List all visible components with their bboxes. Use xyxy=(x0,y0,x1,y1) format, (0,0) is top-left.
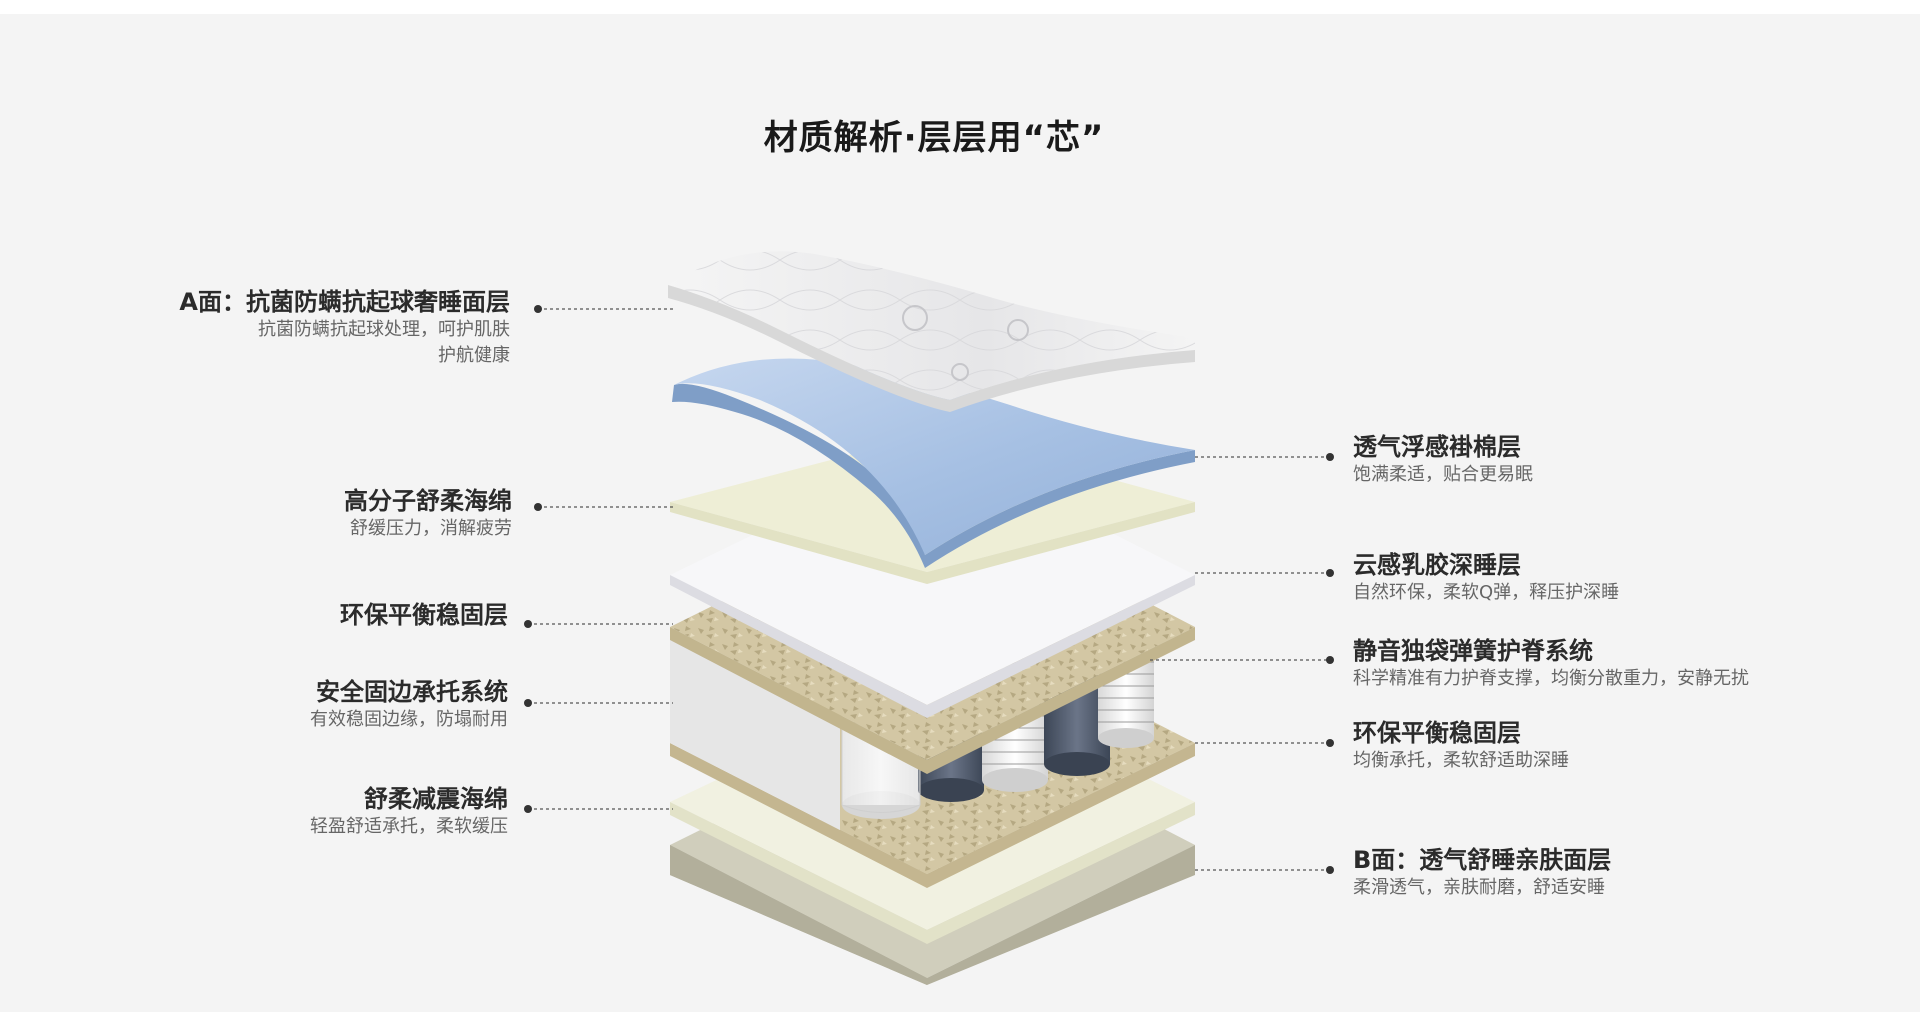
label-latex: 云感乳胶深睡层 自然环保，柔软Q弹，释压护深睡 xyxy=(1353,550,1753,606)
label-edge-support: 安全固边承托系统 有效稳固边缘，防塌耐用 xyxy=(108,677,508,733)
label-stable-bottom-title: 环保平衡稳固层 xyxy=(1353,719,1521,747)
label-a-surface-desc2: 护航健康 xyxy=(438,345,510,366)
a-surface-layer xyxy=(668,251,1195,412)
label-edge-support-desc: 有效稳固边缘，防塌耐用 xyxy=(310,709,508,730)
leader-dot xyxy=(524,699,532,707)
label-polymer-foam-title: 高分子舒柔海绵 xyxy=(344,487,512,515)
leader-dot xyxy=(1326,739,1334,747)
flower-motif-icon xyxy=(1007,319,1029,341)
label-breathable-cotton: 透气浮感褂棉层 饱满柔适，贴合更易眠 xyxy=(1353,432,1753,488)
label-springs-title: 静音独袋弹簧护脊系统 xyxy=(1353,637,1593,665)
leader-dot xyxy=(534,305,542,313)
label-b-surface-title: B面：透气舒睡亲肤面层 xyxy=(1353,846,1612,874)
label-polymer-foam-desc: 舒缓压力，消解疲劳 xyxy=(350,518,512,539)
label-polymer-foam: 高分子舒柔海绵 舒缓压力，消解疲劳 xyxy=(112,486,512,542)
label-stable-top: 环保平衡稳固层 xyxy=(108,600,508,630)
label-latex-title: 云感乳胶深睡层 xyxy=(1353,551,1521,579)
label-latex-desc: 自然环保，柔软Q弹，释压护深睡 xyxy=(1353,582,1620,603)
leader-dots xyxy=(524,305,1334,874)
leader-dot xyxy=(524,620,532,628)
leader-lines xyxy=(528,308,1328,871)
flower-motif-icon xyxy=(951,363,969,381)
leader-dot xyxy=(524,805,532,813)
label-edge-support-title: 安全固边承托系统 xyxy=(316,678,508,706)
leader-dot xyxy=(1326,569,1334,577)
label-b-surface-desc: 柔滑透气，亲肤耐磨，舒适安睡 xyxy=(1353,877,1605,898)
label-breathable-cotton-desc: 饱满柔适，贴合更易眠 xyxy=(1353,464,1533,485)
label-a-surface: A面：抗菌防螨抗起球奢睡面层 抗菌防螨抗起球处理，呵护肌肤 护航健康 xyxy=(110,287,510,369)
leader-dot xyxy=(1326,866,1334,874)
label-shock-foam-title: 舒柔减震海绵 xyxy=(364,785,508,813)
leader-dot xyxy=(1326,656,1334,664)
label-springs: 静音独袋弹簧护脊系统 科学精准有力护脊支撑，均衡分散重力，安静无扰 xyxy=(1353,636,1753,692)
flower-motif-icon xyxy=(902,305,928,331)
breathable-cotton-layer xyxy=(672,358,1195,568)
label-shock-foam-desc: 轻盈舒适承托，柔软缓压 xyxy=(310,816,508,837)
label-a-surface-title: A面：抗菌防螨抗起球奢睡面层 xyxy=(179,288,510,316)
label-a-surface-desc: 抗菌防螨抗起球处理，呵护肌肤 xyxy=(258,319,510,340)
label-stable-top-title: 环保平衡稳固层 xyxy=(340,601,508,629)
label-stable-bottom: 环保平衡稳固层 均衡承托，柔软舒适助深睡 xyxy=(1353,718,1753,774)
label-b-surface: B面：透气舒睡亲肤面层 柔滑透气，亲肤耐磨，舒适安睡 xyxy=(1353,845,1753,901)
leader-dot xyxy=(534,503,542,511)
leader-dot xyxy=(1326,453,1334,461)
label-stable-bottom-desc: 均衡承托，柔软舒适助深睡 xyxy=(1353,750,1569,771)
label-breathable-cotton-title: 透气浮感褂棉层 xyxy=(1353,433,1521,461)
edge-support-wall xyxy=(670,635,840,830)
page-title: 材质解析·层层用“芯” xyxy=(763,118,1105,158)
label-springs-desc: 科学精准有力护脊支撑，均衡分散重力，安静无扰 xyxy=(1353,668,1749,689)
label-shock-foam: 舒柔减震海绵 轻盈舒适承托，柔软缓压 xyxy=(108,784,508,840)
